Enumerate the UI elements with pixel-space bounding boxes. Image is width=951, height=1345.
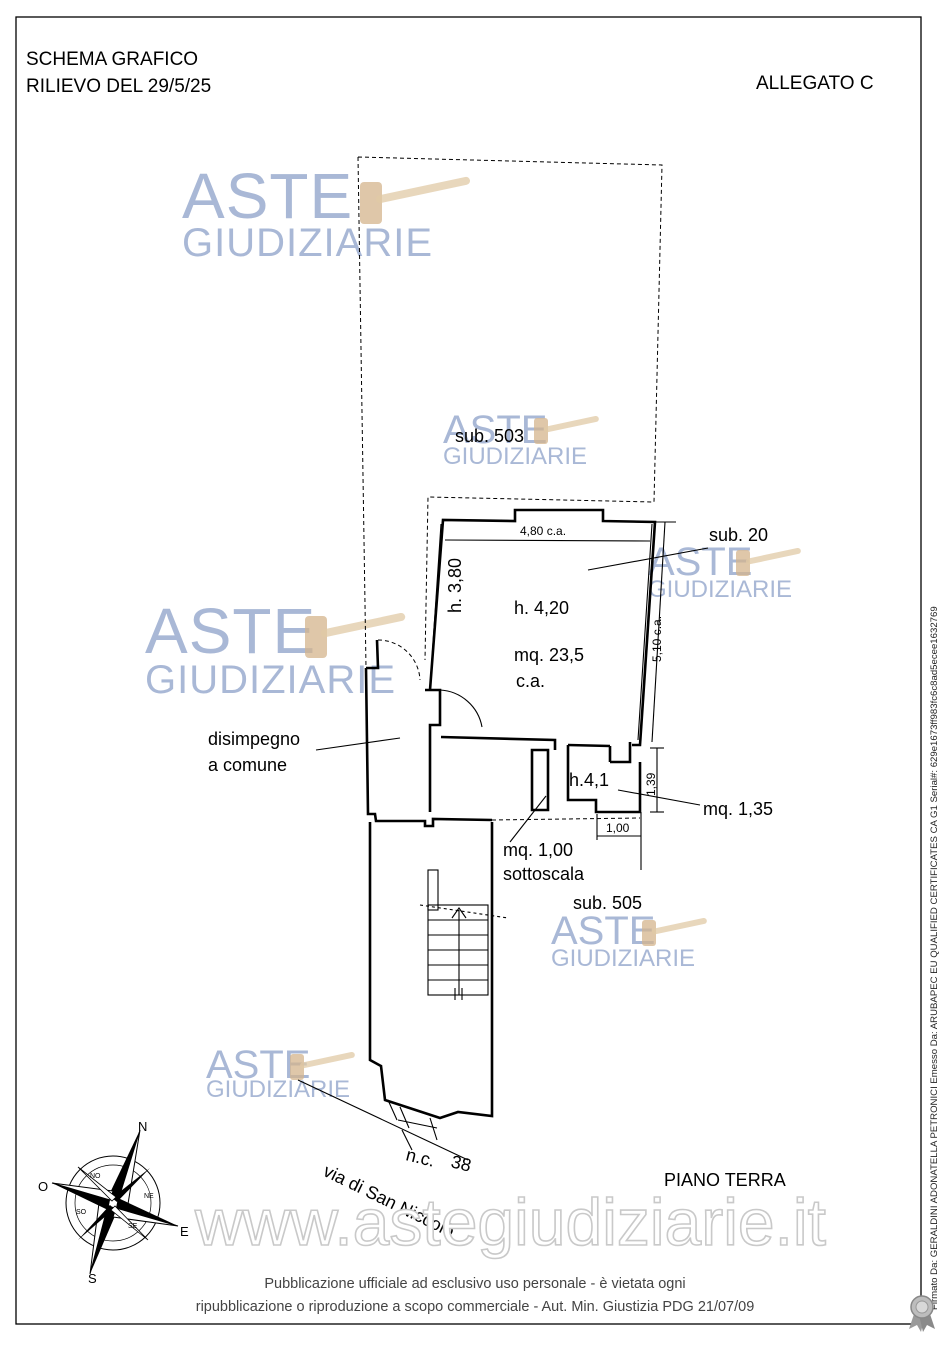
label-corridor-1: disimpegno bbox=[208, 729, 300, 749]
watermark-middle-left: ASTE GIUDIZIARIE bbox=[145, 595, 406, 702]
gavel-icon bbox=[642, 917, 707, 946]
compass-sw: SO bbox=[76, 1209, 87, 1216]
label-small-area: mq. 1,35 bbox=[703, 799, 773, 819]
footer-line2: ripubblicazione o riproduzione a scopo c… bbox=[196, 1299, 755, 1315]
label-room-area: mq. 23,5 bbox=[514, 645, 584, 665]
svg-text:ASTE: ASTE bbox=[182, 160, 353, 232]
svg-text:GIUDIZIARIE: GIUDIZIARIE bbox=[648, 576, 792, 603]
leader-under-stairs bbox=[509, 795, 547, 843]
watermark-bottom-left: ASTE GIUDIZIARIE bbox=[206, 1043, 355, 1103]
label-dim-width: 4,80 c.a. bbox=[520, 524, 566, 538]
compass-south: S bbox=[88, 1271, 97, 1286]
watermark-sub20: ASTE GIUDIZIARIE bbox=[648, 540, 801, 603]
svg-text:ASTE: ASTE bbox=[648, 540, 752, 584]
label-under-stairs: sottoscala bbox=[503, 864, 585, 884]
label-dim-side: 5,10 c.a. bbox=[650, 616, 664, 662]
label-room-height: h. 4,20 bbox=[514, 598, 569, 618]
compass-east: E bbox=[180, 1224, 189, 1239]
leader-small-area bbox=[617, 789, 701, 806]
entrance bbox=[387, 1099, 438, 1141]
label-sub503: sub. 503 bbox=[455, 426, 524, 446]
label-under-stairs-area: mq. 1,00 bbox=[503, 840, 573, 860]
title-line2: RILIEVO DEL 29/5/25 bbox=[26, 76, 211, 97]
label-civic-value: 38 bbox=[449, 1151, 473, 1175]
small-room-dash bbox=[491, 817, 641, 821]
label-floor: PIANO TERRA bbox=[664, 1170, 786, 1190]
under-stairs-walls bbox=[530, 748, 550, 812]
gavel-icon bbox=[305, 612, 406, 658]
watermark-top-left: ASTE GIUDIZIARIE bbox=[182, 160, 470, 265]
corridor-walls bbox=[364, 639, 493, 828]
gavel-icon bbox=[360, 176, 470, 224]
label-civic-number: n.c. bbox=[404, 1144, 437, 1170]
dimension-small-v bbox=[650, 747, 664, 813]
label-small-dim-h: 1,00 bbox=[606, 821, 630, 835]
room-sub20-walls bbox=[428, 508, 657, 747]
civic-leader bbox=[401, 1129, 413, 1151]
svg-text:ASTE: ASTE bbox=[443, 408, 547, 452]
label-sub505: sub. 505 bbox=[573, 893, 642, 913]
svg-text:GIUDIZIARIE: GIUDIZIARIE bbox=[551, 945, 695, 972]
digital-signature: Firmato Da: GERALDINI ADONATELLA PETRONI… bbox=[929, 606, 940, 1310]
footer-line1: Pubblicazione ufficiale ad esclusivo uso… bbox=[264, 1276, 685, 1292]
compass-west: O bbox=[38, 1179, 48, 1194]
label-dim-depth: h. 3,80 bbox=[445, 558, 465, 613]
gavel-icon bbox=[290, 1051, 355, 1080]
title-line1: SCHEMA GRAFICO bbox=[26, 49, 198, 70]
svg-text:ASTE: ASTE bbox=[145, 595, 316, 667]
door-swing-room bbox=[439, 689, 483, 728]
label-room-area-note: c.a. bbox=[516, 671, 545, 691]
street-line bbox=[297, 1079, 469, 1161]
svg-text:GIUDIZIARIE: GIUDIZIARIE bbox=[443, 443, 587, 470]
svg-text:ASTE: ASTE bbox=[551, 909, 655, 953]
dimension-small-h bbox=[596, 812, 642, 870]
award-seal-icon bbox=[909, 1295, 935, 1332]
label-small-dim-v: 1,39 bbox=[644, 772, 658, 796]
dimension-width bbox=[444, 539, 651, 542]
gavel-icon bbox=[534, 415, 599, 444]
label-sub20: sub. 20 bbox=[709, 525, 768, 545]
svg-text:GIUDIZIARIE: GIUDIZIARIE bbox=[206, 1076, 350, 1103]
page-border bbox=[15, 16, 922, 1325]
gavel-icon bbox=[736, 547, 801, 576]
compass-rose: N S E O NE NO SE SO bbox=[38, 1119, 189, 1286]
dimension-side bbox=[651, 521, 676, 743]
stair-walls bbox=[368, 822, 494, 1120]
room-sub20-bottom-wall bbox=[440, 735, 632, 764]
compass-needle-icon bbox=[51, 1129, 179, 1275]
compass-se: SE bbox=[128, 1223, 138, 1230]
svg-text:GIUDIZIARIE: GIUDIZIARIE bbox=[145, 658, 396, 702]
room-sub20-inner bbox=[429, 523, 653, 741]
leader-corridor bbox=[315, 737, 401, 751]
svg-text:GIUDIZIARIE: GIUDIZIARIE bbox=[182, 221, 433, 265]
watermark-sub503: ASTE GIUDIZIARIE bbox=[443, 408, 599, 470]
label-corridor-2: a comune bbox=[208, 755, 287, 775]
website-watermark: www.astegiudiziarie.it bbox=[194, 1185, 826, 1259]
small-room-walls bbox=[566, 745, 642, 814]
door-swing-upper bbox=[377, 639, 421, 681]
label-small-height: h.4,1 bbox=[569, 770, 609, 790]
leader-sub20 bbox=[587, 547, 709, 571]
compass-ne: NE bbox=[144, 1193, 154, 1200]
attachment-label: ALLEGATO C bbox=[756, 73, 874, 94]
watermark-sub505: ASTE GIUDIZIARIE bbox=[551, 909, 707, 972]
compass-north: N bbox=[138, 1119, 147, 1134]
compass-nw: NO bbox=[90, 1173, 101, 1180]
sub503-outline bbox=[357, 156, 663, 669]
staircase bbox=[419, 869, 509, 1000]
